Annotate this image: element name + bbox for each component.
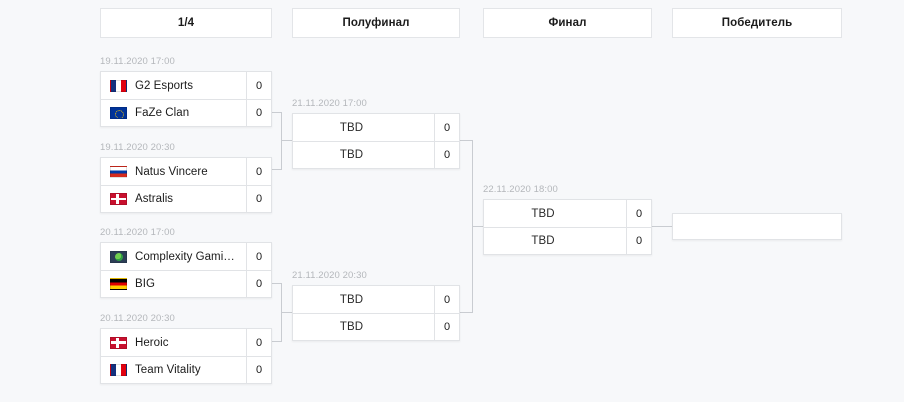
team-name: TBD [339, 121, 364, 134]
round-tab-quarterfinal[interactable]: 1/4 [100, 8, 272, 38]
table-row[interactable]: TBD 0 [484, 227, 651, 254]
team-name: TBD [339, 149, 364, 161]
team-score: 0 [626, 228, 651, 254]
match-date: 20.11.2020 20:30 [100, 313, 175, 324]
table-row[interactable]: TBD 0 [293, 286, 459, 313]
team-name: Heroic [135, 336, 169, 349]
team-entry: TBD [484, 228, 626, 254]
team-score: 0 [246, 186, 271, 212]
team-entry: Heroic [101, 329, 246, 356]
team-entry: TBD [293, 114, 434, 141]
table-row[interactable]: Team Vitality 0 [101, 356, 271, 383]
team-score: 0 [434, 314, 459, 340]
team-name: TBD [531, 235, 555, 247]
match-date: 19.11.2020 20:30 [100, 142, 175, 153]
match-quarterfinal-3[interactable]: Complexity Gami… 0 BIG 0 [100, 242, 272, 298]
team-name: Astralis [135, 193, 174, 205]
team-name: Team Vitality [135, 364, 201, 376]
team-name: Natus Vincere [135, 165, 208, 178]
match-date: 21.11.2020 20:30 [292, 270, 367, 281]
table-row[interactable]: G2 Esports 0 [101, 72, 271, 99]
round-tab-label: 1/4 [177, 17, 195, 29]
team-entry: TBD [293, 142, 434, 168]
team-score: 0 [246, 243, 271, 270]
match-date: 22.11.2020 18:00 [483, 184, 558, 195]
connector-qf2-out [272, 169, 282, 170]
flag-germany-icon [110, 278, 127, 290]
round-tab-label: Финал [548, 17, 587, 29]
team-name: G2 Esports [135, 79, 194, 92]
team-name: TBD [531, 207, 555, 220]
round-tab-semifinal[interactable]: Полуфинал [292, 8, 460, 38]
round-tab-label: Победитель [721, 17, 793, 29]
connector-final-to-winner [652, 226, 672, 227]
connector-into-final [472, 226, 483, 227]
team-name: FaZe Clan [135, 107, 190, 119]
team-score: 0 [246, 72, 271, 99]
table-row[interactable]: Heroic 0 [101, 329, 271, 356]
team-entry: Complexity Gami… [101, 243, 246, 270]
team-score: 0 [246, 329, 271, 356]
team-score: 0 [246, 158, 271, 185]
winner-slot[interactable] [672, 213, 842, 240]
match-date: 19.11.2020 17:00 [100, 56, 175, 67]
match-final[interactable]: TBD 0 TBD 0 [483, 199, 652, 255]
team-name: Complexity Gami… [135, 250, 235, 263]
connector-sf2-out [460, 312, 473, 313]
connector-sf1-out [460, 140, 473, 141]
round-tab-label: Полуфинал [342, 17, 410, 29]
match-quarterfinal-2[interactable]: Natus Vincere 0 Astralis 0 [100, 157, 272, 213]
round-tab-final[interactable]: Финал [483, 8, 652, 38]
flag-france-icon [110, 79, 127, 92]
table-row[interactable]: TBD 0 [293, 313, 459, 340]
team-score: 0 [246, 271, 271, 297]
team-entry: G2 Esports [101, 72, 246, 99]
flag-denmark-icon [110, 193, 127, 205]
connector-into-sf1 [281, 140, 292, 141]
table-row[interactable]: Complexity Gami… 0 [101, 243, 271, 270]
team-name: TBD [339, 293, 364, 306]
match-date: 21.11.2020 17:00 [292, 98, 367, 109]
match-quarterfinal-4[interactable]: Heroic 0 Team Vitality 0 [100, 328, 272, 384]
team-entry: FaZe Clan [101, 100, 246, 126]
team-entry: TBD [293, 286, 434, 313]
connector-qf1-out [272, 112, 282, 113]
team-score: 0 [434, 142, 459, 168]
team-entry: TBD [484, 200, 626, 227]
team-entry: TBD [293, 314, 434, 340]
team-entry: Natus Vincere [101, 158, 246, 185]
team-entry: BIG [101, 271, 246, 297]
team-name: BIG [135, 278, 155, 290]
connector-into-sf2 [281, 312, 292, 313]
team-entry: Astralis [101, 186, 246, 212]
match-quarterfinal-1[interactable]: G2 Esports 0 FaZe Clan 0 [100, 71, 272, 127]
table-row[interactable]: FaZe Clan 0 [101, 99, 271, 126]
match-date: 20.11.2020 17:00 [100, 227, 175, 238]
flag-russia-icon [110, 165, 127, 178]
flag-france-icon [110, 364, 127, 376]
table-row[interactable]: TBD 0 [293, 141, 459, 168]
team-name: TBD [339, 321, 364, 333]
table-row[interactable]: TBD 0 [293, 114, 459, 141]
table-row[interactable]: Natus Vincere 0 [101, 158, 271, 185]
flag-world-icon [110, 250, 127, 263]
table-row[interactable]: BIG 0 [101, 270, 271, 297]
table-row[interactable]: Astralis 0 [101, 185, 271, 212]
table-row[interactable]: TBD 0 [484, 200, 651, 227]
round-tab-winner[interactable]: Победитель [672, 8, 842, 38]
team-score: 0 [434, 286, 459, 313]
flag-europe-icon [110, 107, 127, 119]
match-semifinal-2[interactable]: TBD 0 TBD 0 [292, 285, 460, 341]
team-entry: Team Vitality [101, 357, 246, 383]
team-score: 0 [246, 100, 271, 126]
match-semifinal-1[interactable]: TBD 0 TBD 0 [292, 113, 460, 169]
flag-denmark-icon [110, 336, 127, 349]
connector-qf4-out [272, 341, 282, 342]
team-score: 0 [626, 200, 651, 227]
team-score: 0 [246, 357, 271, 383]
team-score: 0 [434, 114, 459, 141]
connector-qf3-out [272, 283, 282, 284]
